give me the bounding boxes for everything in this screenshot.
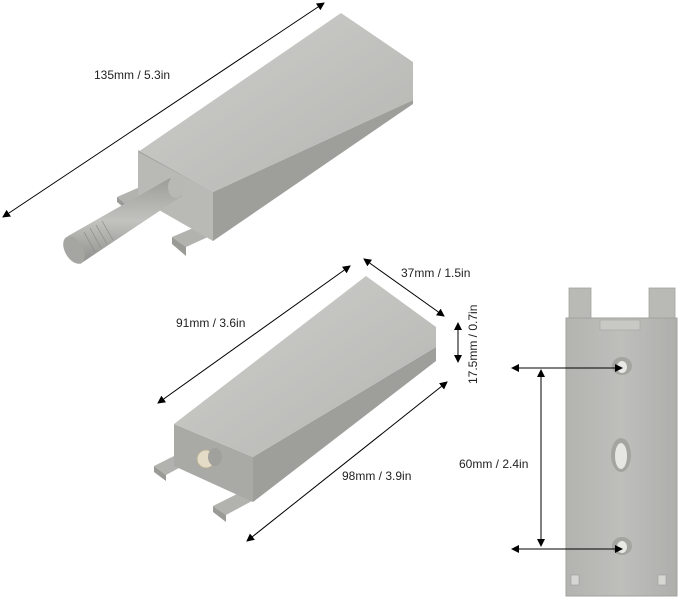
dimension-line-width xyxy=(363,258,445,317)
dimension-line-length-small xyxy=(157,265,351,404)
label-width: 37mm / 1.5in xyxy=(401,266,471,280)
small-latch-unit xyxy=(154,276,436,522)
dimension-line-length-base xyxy=(246,381,448,542)
base-plate-top-view xyxy=(565,287,678,597)
label-hole-spacing: 60mm / 2.4in xyxy=(459,457,529,471)
label-height: 17.5mm / 0.7in xyxy=(466,304,480,384)
label-length-small: 91mm / 3.6in xyxy=(176,316,246,330)
label-length-large: 135mm / 5.3in xyxy=(94,68,171,82)
label-length-base: 98mm / 3.9in xyxy=(342,469,412,483)
dimension-line-length-large xyxy=(2,2,325,218)
large-latch-unit xyxy=(63,13,413,264)
